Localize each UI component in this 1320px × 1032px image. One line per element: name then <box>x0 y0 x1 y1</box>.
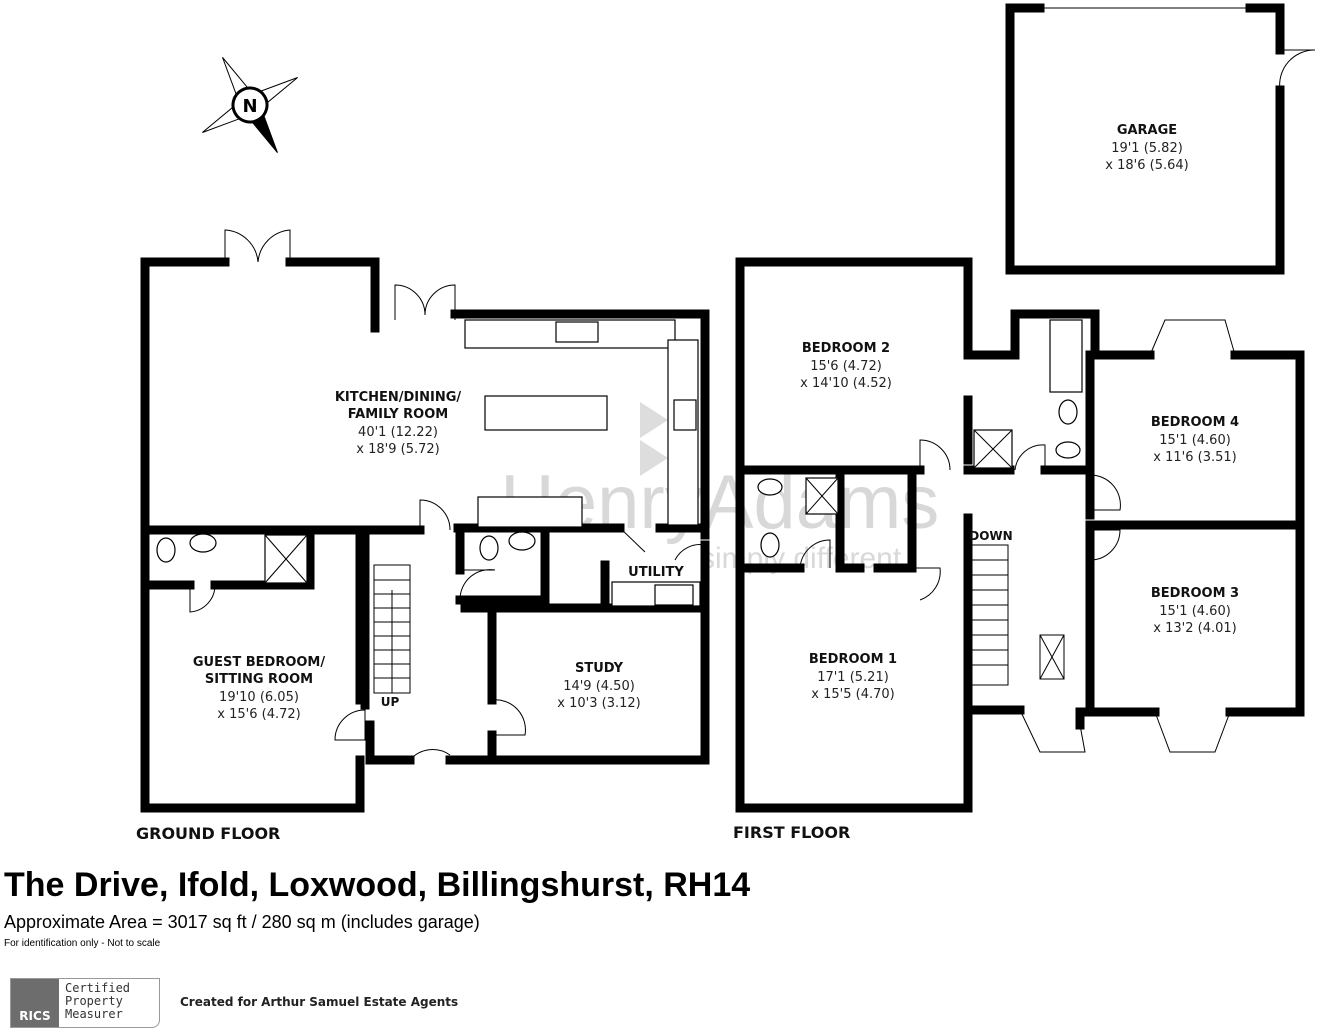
room-dimensions: x 10'3 (3.12) <box>557 696 640 711</box>
room-name: KITCHEN/DINING/ <box>335 390 462 405</box>
room-dimensions: 14'9 (4.50) <box>563 679 635 694</box>
compass-label: N <box>242 96 257 117</box>
staircase-down <box>971 544 1009 686</box>
door <box>189 584 216 613</box>
room-dimensions: x 18'9 (5.72) <box>356 442 439 457</box>
room-dimensions: x 14'10 (4.52) <box>800 376 892 391</box>
toilet-icon <box>156 537 176 563</box>
room-name: BEDROOM 1 <box>809 652 897 667</box>
room-dimensions: 15'6 (4.72) <box>810 359 882 374</box>
stairs-label: DOWN <box>969 529 1012 543</box>
door <box>491 699 526 736</box>
ground-floor-walls <box>140 257 710 813</box>
door <box>334 709 366 741</box>
property-address: The Drive, Ifold, Loxwood, Billingshurst… <box>4 866 751 904</box>
room-dimensions: x 13'2 (4.01) <box>1153 621 1236 636</box>
room-name: GUEST BEDROOM/ <box>193 655 325 670</box>
rics-logo-text: RICS <box>19 1009 51 1023</box>
doors <box>799 439 1121 601</box>
basin-icon <box>189 533 217 553</box>
room-name: BEDROOM 4 <box>1151 415 1239 430</box>
bay-windows <box>1019 319 1236 753</box>
room-name: FAMILY ROOM <box>348 407 448 422</box>
rics-badge: RICS Certified Property Measurer <box>10 978 160 1028</box>
skylight <box>1039 634 1065 680</box>
sink-icon <box>654 584 694 606</box>
french-door <box>224 229 291 263</box>
staircase-up <box>373 564 411 694</box>
room-dimensions: 19'10 (6.05) <box>219 690 299 705</box>
kitchen-island <box>484 395 608 431</box>
room-dimensions: 17'1 (5.21) <box>817 670 889 685</box>
room-dimensions: x 11'6 (3.51) <box>1153 450 1236 465</box>
front-door <box>409 749 451 761</box>
floor-label-first: FIRST FLOOR <box>733 823 850 842</box>
sink-icon <box>555 321 599 343</box>
basin-icon <box>757 478 783 496</box>
basin-icon <box>508 531 536 551</box>
room-dimensions: x 15'6 (4.72) <box>217 707 300 722</box>
room-name: SITTING ROOM <box>205 672 313 687</box>
garage-walls <box>1005 3 1316 275</box>
bath-icon <box>1049 319 1083 393</box>
first-floor-walls <box>735 257 1305 813</box>
room-dimensions: x 15'5 (4.70) <box>811 687 894 702</box>
door <box>459 569 496 601</box>
room-name: BEDROOM 3 <box>1151 586 1239 601</box>
disclaimer: For identification only - Not to scale <box>4 938 161 949</box>
toilet-icon <box>479 535 499 561</box>
rics-line: Certified <box>65 981 131 995</box>
room-name: UTILITY <box>628 565 684 580</box>
room-dimensions: 15'1 (4.60) <box>1159 433 1231 448</box>
stairs-label: UP <box>381 695 400 709</box>
toilet-icon <box>760 532 780 558</box>
approximate-area: Approximate Area = 3017 sq ft / 280 sq m… <box>4 912 480 932</box>
rics-logo: RICS <box>11 979 59 1027</box>
door <box>419 499 451 531</box>
room-name: GARAGE <box>1117 123 1177 138</box>
room-dimensions: x 18'6 (5.64) <box>1105 158 1188 173</box>
door <box>619 527 706 561</box>
hob-icon <box>673 399 697 431</box>
room-name: STUDY <box>575 661 624 676</box>
door <box>1279 49 1316 91</box>
ground-floor-fittings <box>156 229 706 761</box>
created-for: Created for Arthur Samuel Estate Agents <box>180 995 459 1009</box>
room-dimensions: 19'1 (5.82) <box>1111 141 1183 156</box>
first-floor-fittings <box>757 319 1236 753</box>
french-door <box>394 284 456 320</box>
north-compass-icon: N <box>202 57 298 153</box>
room-labels: KITCHEN/DINING/ FAMILY ROOM 40'1 (12.22)… <box>136 123 1239 843</box>
rics-line: Property <box>65 994 123 1008</box>
room-dimensions: 15'1 (4.60) <box>1159 604 1231 619</box>
room-dimensions: 40'1 (12.22) <box>358 425 438 440</box>
rics-line: Measurer <box>65 1007 123 1021</box>
floor-plan: HenryAdams simply different N <box>136 3 1316 843</box>
room-name: BEDROOM 2 <box>802 341 890 356</box>
floor-label-ground: GROUND FLOOR <box>136 824 280 843</box>
